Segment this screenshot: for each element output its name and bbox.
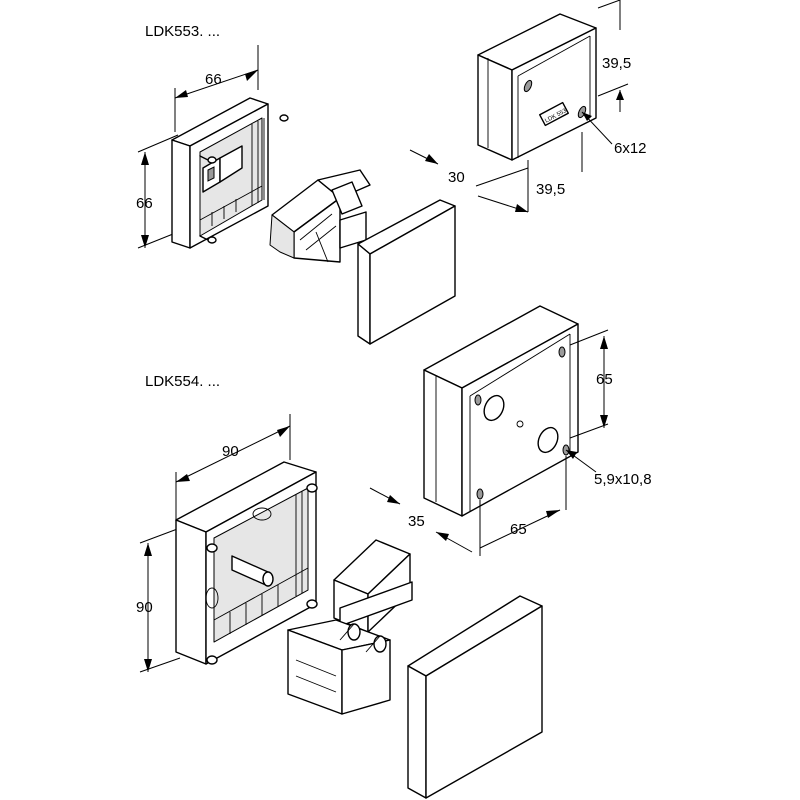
width-dimension-553: 66 (174, 45, 259, 132)
height-dimension-554: 90 (136, 527, 181, 673)
slot-size-553: 6x12 (581, 111, 647, 157)
base-box-554 (175, 461, 318, 665)
hole-spacing-vertical-553: 39,5 (597, 0, 631, 112)
section-ldk553: LDK553. ... 66 66 (136, 0, 647, 345)
width-label-554: 90 (222, 443, 239, 460)
hole-spacing-horizontal-label-553: 39,5 (536, 181, 565, 198)
base-box-553 (171, 97, 289, 249)
width-label-553: 66 (205, 71, 222, 88)
assembled-box-554 (423, 305, 579, 517)
hole-spacing-vertical-554: 65 (569, 329, 613, 439)
slot-size-554: 5,9x10,8 (565, 449, 652, 488)
height-label-553: 66 (136, 195, 153, 212)
depth-label-553: 30 (448, 169, 465, 186)
lid-553 (357, 199, 456, 345)
depth-dimension-554: 35 (369, 487, 473, 553)
hole-spacing-horizontal-554: 65 (479, 456, 567, 556)
slot-size-label-554: 5,9x10,8 (594, 471, 652, 488)
depth-dimension-553: 30 (409, 149, 529, 187)
section-ldk554: LDK554. ... 90 90 (136, 305, 652, 799)
height-label-554: 90 (136, 599, 153, 616)
hole-spacing-vertical-label-553: 39,5 (602, 55, 631, 72)
lid-554 (407, 595, 543, 799)
width-dimension-554: 90 (175, 414, 291, 520)
slot-size-label-553: 6x12 (614, 140, 647, 157)
assembled-box-553: LDK 553 (477, 13, 597, 161)
depth-label-554: 35 (408, 513, 425, 530)
hole-spacing-horizontal-label-554: 65 (510, 521, 527, 538)
section-title-ldk553: LDK553. ... (145, 23, 220, 40)
section-title-ldk554: LDK554. ... (145, 373, 220, 390)
insert-bracket-553 (269, 169, 371, 263)
insert-bracket-554 (287, 539, 413, 715)
hole-spacing-vertical-label-554: 65 (596, 371, 613, 388)
hole-spacing-horizontal-553: 39,5 (477, 132, 583, 213)
